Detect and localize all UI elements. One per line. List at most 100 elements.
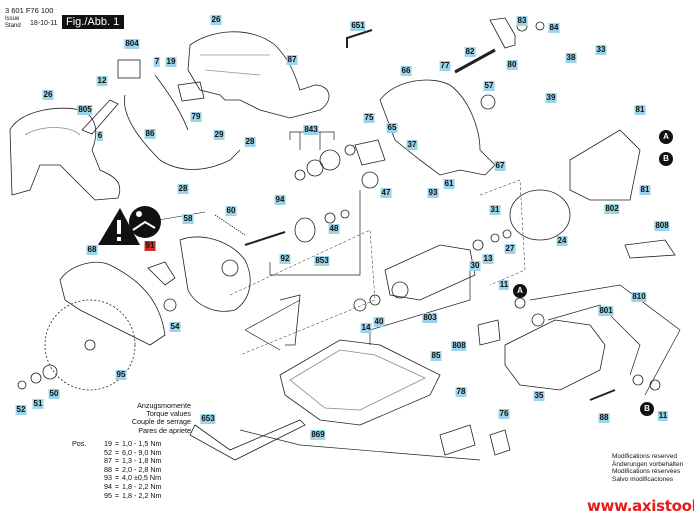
main-handle	[187, 31, 330, 119]
website-link[interactable]: www.axistools.ru	[587, 497, 694, 515]
callout-810[interactable]: 810	[631, 292, 647, 302]
callout-19[interactable]: 19	[165, 57, 177, 67]
base-plate	[279, 339, 441, 426]
callout-68[interactable]: 68	[86, 245, 98, 255]
callout-57[interactable]: 57	[483, 81, 495, 91]
callout-85[interactable]: 85	[430, 351, 442, 361]
callout-26[interactable]: 26	[210, 15, 222, 25]
callout-7[interactable]: 7	[153, 57, 161, 67]
callout-26[interactable]: 26	[42, 90, 54, 100]
callout-803[interactable]: 803	[422, 313, 438, 323]
callout-653[interactable]: 653	[200, 414, 216, 424]
callout-60[interactable]: 60	[225, 206, 237, 216]
callout-61[interactable]: 61	[443, 179, 455, 189]
callout-94[interactable]: 94	[274, 195, 286, 205]
callout-51[interactable]: 51	[32, 399, 44, 409]
callout-28[interactable]: 28	[177, 184, 189, 194]
torque-row: 94=1,8 - 2,2 Nm	[72, 481, 162, 492]
callout-86[interactable]: 86	[144, 129, 156, 139]
callout-13[interactable]: 13	[482, 254, 494, 264]
callout-808[interactable]: 808	[451, 341, 467, 351]
callout-78[interactable]: 78	[455, 387, 467, 397]
torque-title-fr: Couple de serrage	[131, 417, 191, 427]
equals-sign: =	[114, 490, 120, 500]
gear-housing	[379, 79, 496, 176]
torque-row: 52=6,0 - 9,0 Nm	[72, 447, 162, 458]
callout-52[interactable]: 52	[15, 405, 27, 415]
torque-heading: Anzugsmomente Torque values Couple de se…	[113, 401, 191, 435]
callout-77[interactable]: 77	[439, 61, 451, 71]
callout-87[interactable]: 87	[286, 55, 298, 65]
callout-75[interactable]: 75	[363, 113, 375, 123]
callout-58[interactable]: 58	[182, 214, 194, 224]
callout-66[interactable]: 66	[400, 66, 412, 76]
callout-27[interactable]: 27	[504, 244, 516, 254]
torque-value: 4,0 ±0,5 Nm	[122, 473, 162, 483]
torque-row: 87=1,3 - 1,8 Nm	[72, 457, 162, 466]
callout-79[interactable]: 79	[190, 112, 202, 122]
torque-value: 6,0 - 9,0 Nm	[122, 447, 162, 457]
lower-guard	[179, 236, 251, 312]
callout-11[interactable]: 11	[657, 411, 669, 421]
callout-869[interactable]: 869	[310, 430, 326, 440]
modifications-de: Änderungen vorbehalten	[612, 460, 684, 468]
callout-808[interactable]: 808	[654, 221, 670, 231]
callout-84[interactable]: 84	[548, 23, 560, 33]
callout-48[interactable]: 48	[328, 224, 340, 234]
callout-88[interactable]: 88	[598, 413, 610, 423]
torque-pos-label	[72, 466, 98, 475]
callout-50[interactable]: 50	[48, 389, 60, 399]
callout-804[interactable]: 804	[124, 39, 140, 49]
torque-position: 94	[104, 481, 112, 491]
spindle	[454, 48, 496, 74]
callout-843[interactable]: 843	[303, 125, 319, 135]
callout-93[interactable]: 93	[427, 188, 439, 198]
callout-47[interactable]: 47	[380, 188, 392, 198]
callout-30[interactable]: 30	[469, 261, 481, 271]
callout-37[interactable]: 37	[406, 140, 418, 150]
saw-blade	[44, 299, 136, 391]
callout-38[interactable]: 38	[565, 53, 577, 63]
callout-853[interactable]: 853	[314, 256, 330, 266]
callout-29[interactable]: 29	[213, 130, 225, 140]
callout-81[interactable]: 81	[639, 185, 651, 195]
torque-row: 88=2,0 - 2,8 Nm	[72, 465, 162, 475]
callout-801[interactable]: 801	[598, 306, 614, 316]
callout-802[interactable]: 802	[604, 204, 620, 214]
callout-35[interactable]: 35	[533, 391, 545, 401]
callout-6[interactable]: 6	[96, 131, 104, 141]
callout-12[interactable]: 12	[96, 76, 108, 86]
callout-33[interactable]: 33	[595, 45, 607, 55]
callout-83[interactable]: 83	[516, 16, 528, 26]
callout-54[interactable]: 54	[169, 322, 181, 332]
connector-marker-b: B	[640, 402, 654, 416]
callout-39[interactable]: 39	[545, 93, 557, 103]
callout-24[interactable]: 24	[556, 236, 568, 246]
callout-82[interactable]: 82	[464, 47, 476, 57]
callout-95[interactable]: 95	[115, 370, 127, 380]
torque-pos-label: Pos.	[72, 439, 87, 448]
torque-row: 93=4,0 ±0,5 Nm	[72, 474, 162, 483]
connector-marker-b: B	[659, 152, 673, 166]
callout-81[interactable]: 81	[634, 105, 646, 115]
callout-76[interactable]: 76	[498, 409, 510, 419]
callout-651[interactable]: 651	[350, 21, 366, 31]
callout-31[interactable]: 31	[489, 205, 501, 215]
callout-11[interactable]: 11	[498, 280, 510, 290]
callout-65[interactable]: 65	[386, 123, 398, 133]
torque-title-en: Torque values	[146, 409, 191, 419]
callout-28[interactable]: 28	[244, 137, 256, 147]
callout-14[interactable]: 14	[360, 323, 372, 333]
torque-value: 1,3 - 1,8 Nm	[122, 456, 162, 466]
callout-91[interactable]: 91	[144, 241, 156, 251]
callout-92[interactable]: 92	[279, 254, 291, 264]
modifications-en: Modifications reserved	[612, 453, 678, 460]
callout-40[interactable]: 40	[373, 317, 385, 327]
callout-805[interactable]: 805	[77, 105, 93, 115]
callout-80[interactable]: 80	[506, 60, 518, 70]
switch	[117, 59, 141, 79]
callout-67[interactable]: 67	[494, 161, 506, 171]
